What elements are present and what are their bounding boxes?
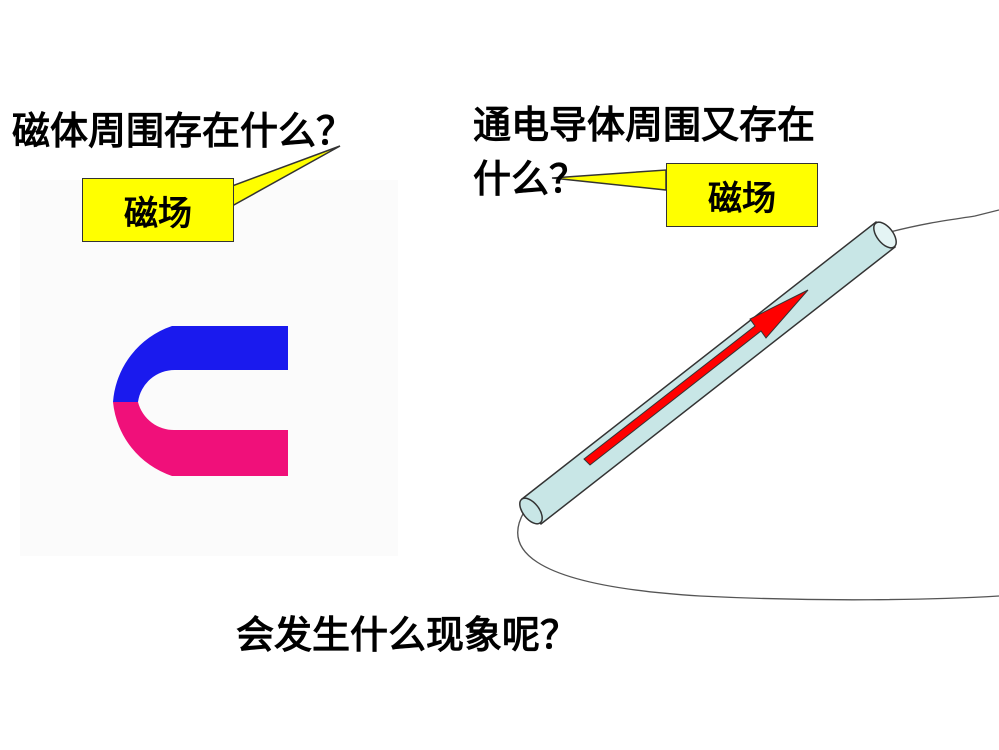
phenomenon-question: 会发生什么现象呢？ bbox=[236, 613, 579, 657]
conductor-question-line1: 通电导体周围又存在 bbox=[473, 103, 816, 147]
magnet-south-half bbox=[113, 402, 288, 476]
magnetic-field-callout-left: 磁场 bbox=[82, 178, 234, 242]
magnetic-field-callout-right: 磁场 bbox=[666, 163, 818, 227]
magnet-question: 磁体周围存在什么？ bbox=[12, 109, 355, 153]
current-arrow bbox=[583, 289, 809, 466]
magnet-north-half bbox=[113, 326, 288, 402]
callout-right-label: 磁场 bbox=[708, 178, 776, 219]
wire-loop bbox=[517, 209, 999, 601]
horseshoe-magnet bbox=[113, 326, 288, 476]
callout-left-label: 磁场 bbox=[124, 193, 192, 234]
conductor-question-line2: 什么？ bbox=[473, 157, 588, 201]
